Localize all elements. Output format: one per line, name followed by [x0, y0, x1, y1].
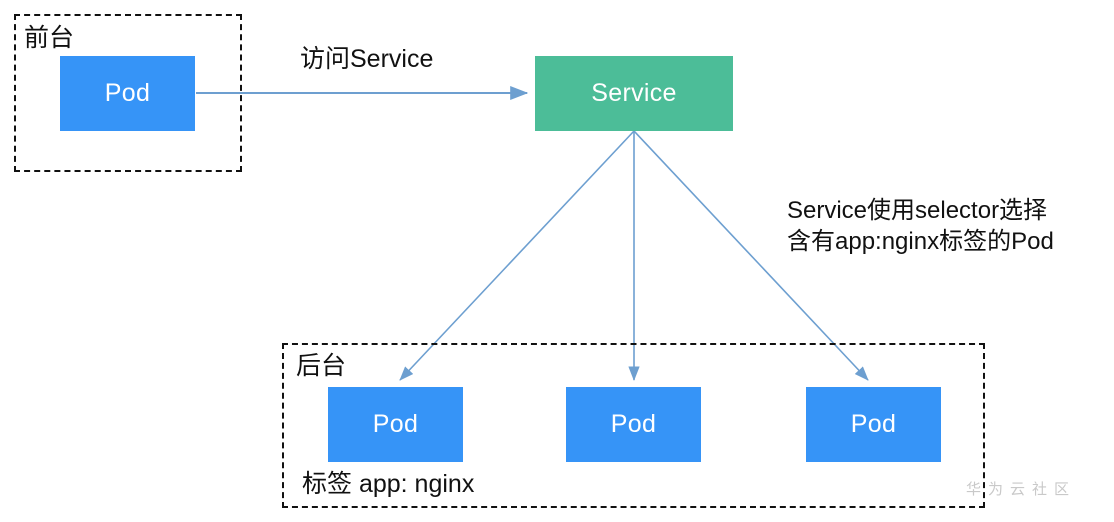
caption-backend-label: 标签 app: nginx [302, 470, 475, 498]
note-selector-line-2: 含有app:nginx标签的Pod [787, 228, 1054, 255]
edge-label-access-service: 访问Service [300, 45, 434, 73]
node-frontend-pod-label: Pod [104, 79, 151, 107]
node-backend-pod-2-label: Pod [610, 410, 657, 438]
node-backend-pod-1-label: Pod [372, 410, 419, 438]
group-backend[interactable] [282, 343, 985, 508]
node-backend-pod-2[interactable]: Pod [566, 387, 701, 462]
node-service[interactable]: Service [535, 56, 733, 131]
watermark: 华为云社区 [966, 481, 1077, 498]
group-frontend-label: 前台 [24, 24, 75, 52]
note-selector-line-1: Service使用selector选择 [787, 197, 1048, 224]
note-selector: Service使用selector选择 含有app:nginx标签的Pod [787, 195, 1054, 257]
node-backend-pod-3[interactable]: Pod [806, 387, 941, 462]
node-service-label: Service [591, 79, 677, 107]
group-frontend[interactable] [14, 14, 242, 172]
node-backend-pod-3-label: Pod [850, 410, 897, 438]
group-backend-label: 后台 [296, 352, 347, 380]
node-frontend-pod[interactable]: Pod [60, 56, 195, 131]
node-backend-pod-1[interactable]: Pod [328, 387, 463, 462]
